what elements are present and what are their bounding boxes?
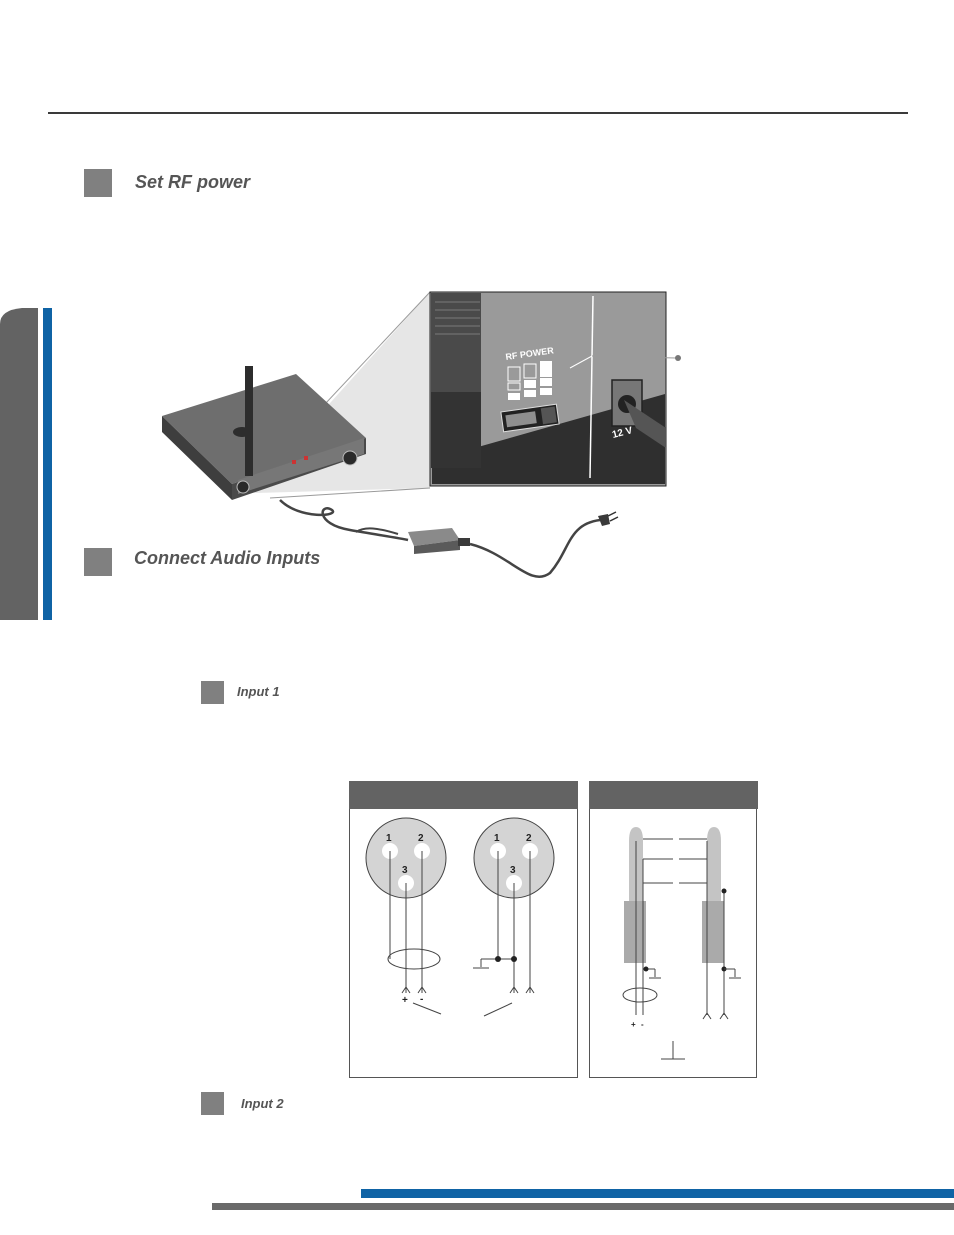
receiver-illustration: RF POWER 12 V	[162, 291, 681, 578]
section-title-rf-power: Set RF power	[135, 172, 251, 192]
xlr1-pin3: 3	[402, 865, 408, 876]
side-tab	[0, 308, 52, 620]
xlr-plus-label: +	[402, 995, 408, 1006]
step-marker-rf-power	[84, 169, 112, 197]
xlr2-pin1: 1	[494, 833, 500, 844]
xlr1-pin1: 1	[386, 833, 392, 844]
xlr1-pin2: 2	[418, 833, 424, 844]
section-title-audio-inputs: Connect Audio Inputs	[134, 548, 321, 568]
xlr-minus-label: -	[420, 994, 423, 1005]
jack-plus-label: +	[631, 1020, 636, 1029]
jack-minus-label: -	[641, 1020, 644, 1029]
subsection-title-input-1: Input 1	[237, 684, 280, 699]
subsection-title-input-2: Input 2	[241, 1096, 284, 1111]
footer-gray-bar	[212, 1203, 954, 1210]
step-marker-input-2	[201, 1092, 224, 1115]
xlr2-pin3: 3	[510, 865, 516, 876]
step-marker-input-1	[201, 681, 224, 704]
header-rule	[48, 112, 908, 114]
rf-power-inset	[429, 291, 681, 487]
jack-wiring-diagram: + -	[589, 781, 758, 1078]
step-marker-audio-inputs	[84, 548, 112, 576]
xlr-wiring-diagram: 1 2 3 1 2 3 + -	[349, 781, 578, 1078]
dc-input-label: 12 V	[611, 425, 634, 441]
footer-blue-bar	[361, 1189, 954, 1198]
xlr2-pin2: 2	[526, 833, 532, 844]
